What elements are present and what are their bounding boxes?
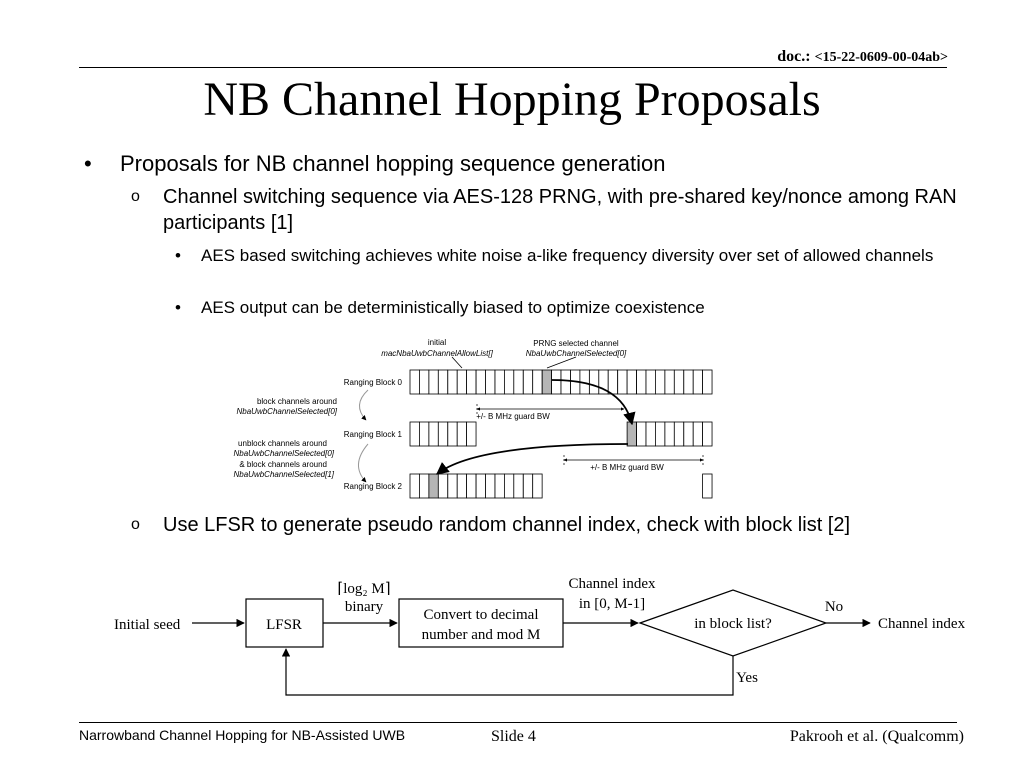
label-initial: initial [428, 338, 446, 347]
slide-number: Slide 4 [491, 728, 536, 745]
note-unblock-line3: & block channels around [239, 460, 327, 469]
label-prng: PRNG selected channel [533, 339, 619, 348]
channel-cell [466, 421, 477, 447]
lfsr-label: LFSR [266, 617, 302, 633]
initial-seed-label: Initial seed [114, 617, 181, 633]
binary-label: binary [345, 599, 384, 615]
guard-bw-label-1: +/- B MHz guard BW [476, 412, 550, 421]
channel-index-range-line2: in [0, M-1] [579, 596, 645, 612]
bullet-marker: • [175, 298, 181, 317]
convert-line1: Convert to decimal [424, 607, 539, 623]
channel-index-range-line1: Channel index [568, 576, 656, 592]
bullet-text: Use LFSR to generate pseudo random chann… [163, 514, 851, 536]
slide-title: NB Channel Hopping Proposals [203, 73, 821, 126]
yes-label: Yes [736, 670, 758, 686]
note-block-line2: NbaUwbChannelSelected[0] [236, 407, 337, 416]
curve-arrow-1 [359, 389, 369, 421]
bullet-marker: o [131, 516, 140, 533]
decision-label: in block list? [694, 616, 772, 632]
pointer-selected [546, 356, 577, 369]
ranging-block-1-label: Ranging Block 1 [344, 430, 403, 439]
bullet-level3-coexistence: • AES output can be deterministically bi… [175, 296, 991, 319]
channel-rows [409, 369, 713, 499]
bullet-text: Proposals for NB channel hopping sequenc… [120, 151, 666, 176]
guard-bw-label-2: +/- B MHz guard BW [590, 463, 664, 472]
bullet-level3-diversity: • AES based switching achieves white noi… [175, 244, 991, 267]
ranging-block-0-label: Ranging Block 0 [344, 378, 403, 387]
note-unblock-line1: unblock channels around [238, 439, 327, 448]
bullet-marker: • [175, 246, 181, 265]
note-unblock-line2: NbaUwbChannelSelected[0] [233, 449, 334, 458]
footer-rule [79, 722, 957, 723]
bullet-level1: • Proposals for NB channel hopping seque… [84, 150, 980, 178]
note-block-line1: block channels around [257, 397, 337, 406]
channel-cell [702, 473, 713, 499]
ranging-block-2-label: Ranging Block 2 [344, 482, 403, 491]
doc-number: <15-22-0609-00-04ab> [814, 50, 948, 65]
bullet-text: AES output can be deterministically bias… [201, 298, 705, 317]
bullet-text: AES based switching achieves white noise… [201, 246, 934, 265]
arrow-yes-loop [281, 648, 734, 696]
bullet-level2-lfsr: o Use LFSR to generate pseudo random cha… [131, 512, 963, 538]
convert-line2: number and mod M [422, 627, 541, 643]
curve-arrow-2 [358, 443, 369, 483]
footer-author: Pakrooh et al. (Qualcomm) [789, 728, 964, 745]
pointer-allow-list [451, 356, 463, 369]
label-allow-list: macNbaUwbChannelAllowList[] [381, 349, 493, 358]
no-label: No [825, 599, 843, 615]
prng-arrow-1 [551, 379, 636, 426]
bullet-text: Channel switching sequence via AES-128 P… [163, 186, 957, 234]
output-channel-index: Channel index [878, 616, 966, 632]
footer-title: Narrowband Channel Hopping for NB-Assist… [79, 727, 406, 743]
bullet-marker: o [131, 188, 140, 205]
prng-arrow-2 [436, 443, 629, 475]
log2m-label: ⌈log₂ M⌉ [337, 581, 390, 597]
label-selected-0: NbaUwbChannelSelected[0] [526, 349, 627, 358]
channel-cell [532, 473, 543, 499]
note-unblock-line4: NbaUwbChannelSelected[1] [233, 470, 334, 479]
bullet-level2-aes: o Channel switching sequence via AES-128… [131, 184, 963, 236]
bullet-marker: • [84, 151, 92, 176]
channel-cell [702, 369, 713, 395]
header-rule [79, 67, 947, 68]
document-id: doc.: <15-22-0609-00-04ab> [777, 48, 948, 66]
doc-label: doc.: [777, 48, 811, 65]
channel-cell [702, 421, 713, 447]
